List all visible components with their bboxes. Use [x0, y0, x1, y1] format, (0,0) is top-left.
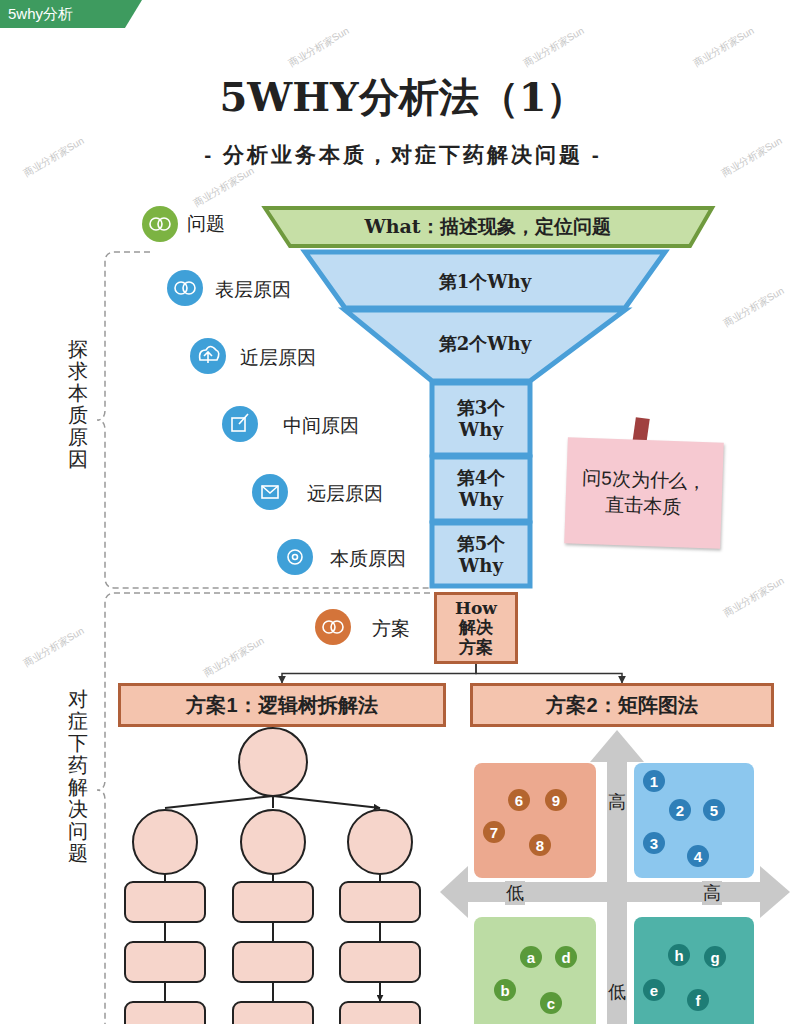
matrix-dot: 5 — [703, 799, 725, 821]
node-text: a — [527, 950, 535, 965]
stage-label: 表层原因 — [215, 277, 291, 303]
node-text: 7 — [490, 825, 498, 840]
matrix-dot: h — [668, 944, 690, 966]
axis-label: 高 — [702, 881, 722, 905]
axis-label: 低 — [607, 980, 627, 1004]
watermark: 商业分析家Sun — [719, 134, 785, 180]
node-text: 第2个Why — [439, 333, 531, 356]
node-text: How 解决 方案 — [451, 599, 502, 658]
process-box: How 解决 方案 — [434, 592, 518, 664]
matrix-dot: 4 — [687, 845, 709, 867]
matrix-dot: a — [520, 946, 542, 968]
sticky-note: 问5次为什么，直击本质 — [564, 437, 724, 548]
matrix-dot: b — [494, 979, 516, 1001]
node-text: 方案2：矩阵图法 — [546, 692, 697, 719]
node-text: 第1个Why — [439, 271, 531, 294]
funnel-band — [432, 523, 530, 586]
section-label: 探求本质原因 — [68, 338, 88, 470]
logic-tree — [125, 728, 420, 1024]
stage-label: 问题 — [187, 211, 225, 237]
process-box: 方案2：矩阵图法 — [470, 683, 774, 727]
matrix-dot: 6 — [508, 789, 530, 811]
quadrant — [634, 917, 754, 1024]
matrix-dot: 1 — [643, 770, 665, 792]
funnel-band: 第3个 Why — [438, 386, 524, 452]
watermark: 商业分析家Sun — [286, 24, 352, 70]
node-text: What：描述现象，定位问题 — [364, 214, 610, 240]
watermark: 商业分析家Sun — [721, 574, 787, 620]
node-text: 第5个 Why — [438, 533, 524, 578]
connector — [282, 664, 476, 683]
funnel-top — [265, 208, 712, 246]
matrix-dot: c — [540, 992, 562, 1014]
matrix-dot: 7 — [483, 821, 505, 843]
funnel-band — [432, 457, 530, 521]
node-text: 2 — [676, 803, 684, 818]
stage-label: 中间原因 — [283, 413, 359, 439]
watermark: 商业分析家Sun — [191, 164, 257, 210]
axis-label: 高 — [607, 790, 627, 814]
stage-label: 方案 — [372, 616, 410, 642]
quadrant — [474, 917, 596, 1024]
funnel-band: 第4个 Why — [438, 460, 524, 518]
node-text: e — [650, 983, 658, 998]
watermark: 商业分析家Sun — [21, 624, 87, 670]
node-text: 问5次为什么，直击本质 — [578, 465, 710, 521]
node-text: b — [500, 983, 509, 998]
quadrant — [634, 763, 754, 878]
matrix-dot: e — [643, 979, 665, 1001]
watermark: 商业分析家Sun — [691, 24, 757, 70]
node-text: 9 — [552, 793, 560, 808]
watermark: 商业分析家Sun — [721, 284, 787, 330]
section-label: 对症下药解决问题 — [68, 688, 88, 864]
node-text: 8 — [536, 838, 544, 853]
matrix-dot: g — [704, 946, 726, 968]
funnel-band: 第5个 Why — [438, 526, 524, 584]
watermark: 商业分析家Sun — [201, 634, 267, 680]
funnel-band: 第1个Why — [360, 258, 610, 306]
node-text: 5why分析 — [8, 5, 73, 24]
node-text: 6 — [515, 793, 523, 808]
funnel-band — [345, 310, 625, 381]
quadrant — [474, 763, 596, 878]
stage-label: 本质原因 — [330, 546, 406, 572]
funnel-band — [305, 252, 665, 308]
node-text: 第4个 Why — [438, 467, 524, 512]
matrix-dot: 9 — [545, 789, 567, 811]
matrix-dot: 3 — [643, 832, 665, 854]
funnel-band: 第2个Why — [390, 315, 580, 373]
node-text: c — [547, 996, 555, 1011]
node-text: h — [674, 948, 683, 963]
node-text: 4 — [694, 849, 702, 864]
title: 5WHY分析法（1） — [0, 70, 806, 125]
matrix-dot: f — [687, 989, 709, 1011]
tab-label: 5why分析 — [0, 0, 142, 28]
matrix-dot: d — [555, 946, 577, 968]
funnel-band — [432, 383, 530, 455]
node-text: 3 — [650, 836, 658, 851]
connector — [476, 664, 622, 683]
watermark: 商业分析家Sun — [21, 134, 87, 180]
stage-label: 近层原因 — [240, 345, 316, 371]
process-box: 方案1：逻辑树拆解法 — [118, 683, 446, 727]
node-text: 第3个 Why — [438, 397, 524, 442]
node-text: 5 — [710, 803, 718, 818]
funnel-band: What：描述现象，定位问题 — [300, 209, 675, 245]
node-text: g — [710, 950, 719, 965]
bracket — [97, 593, 430, 1024]
subtitle: - 分析业务本质，对症下药解决问题 - — [0, 141, 806, 169]
watermark: 商业分析家Sun — [521, 24, 587, 70]
matrix-dot: 8 — [529, 834, 551, 856]
node-text: 方案1：逻辑树拆解法 — [186, 692, 377, 719]
matrix-dot: 2 — [669, 799, 691, 821]
node-text: d — [561, 950, 570, 965]
node-text: f — [696, 993, 701, 1008]
stage-label: 远层原因 — [307, 481, 383, 507]
node-text: 1 — [650, 774, 658, 789]
axis-label: 低 — [505, 881, 525, 905]
